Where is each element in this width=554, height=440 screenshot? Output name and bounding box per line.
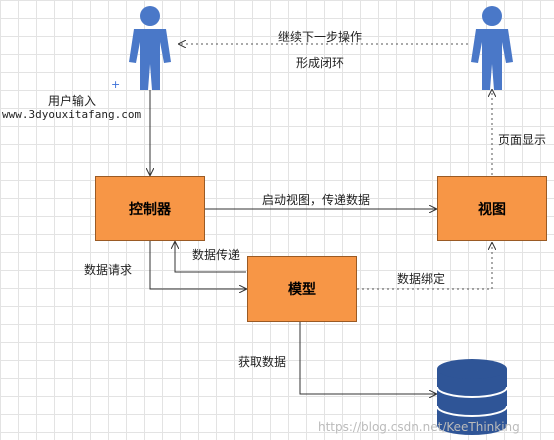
model-label: 模型 (288, 282, 316, 298)
view-label: 视图 (478, 201, 506, 218)
watermark-text: https://blog.csdn.net/KeeThinking (318, 420, 520, 434)
plus-marker: + (111, 78, 121, 91)
user-input-label: 用户输入 (48, 94, 97, 108)
form-loop-label: 形成闭环 (296, 56, 345, 70)
page-display-label: 页面显示 (498, 133, 547, 147)
model-node: 模型 (247, 256, 357, 322)
controller-label: 控制器 (129, 201, 171, 218)
url-text: www.3dyouxitafang.com (2, 108, 142, 121)
controller-node: 控制器 (95, 176, 205, 241)
database-icon (436, 359, 508, 435)
data-request-arrow (149, 241, 246, 289)
view-node: 视图 (437, 176, 547, 241)
data-transfer-label: 数据传递 (192, 248, 241, 262)
start-view-label: 启动视图，传递数据 (262, 193, 371, 207)
user-actor-icon (129, 6, 171, 90)
data-transfer-arrow (175, 242, 246, 273)
data-binding-label: 数据绑定 (397, 272, 446, 286)
get-data-arrow (299, 322, 436, 394)
user-feedback-actor-icon (471, 6, 513, 90)
continue-next-label: 继续下一步操作 (278, 30, 363, 44)
data-request-label: 数据请求 (84, 263, 133, 277)
get-data-label: 获取数据 (238, 355, 287, 369)
data-binding-arrow (357, 243, 492, 290)
